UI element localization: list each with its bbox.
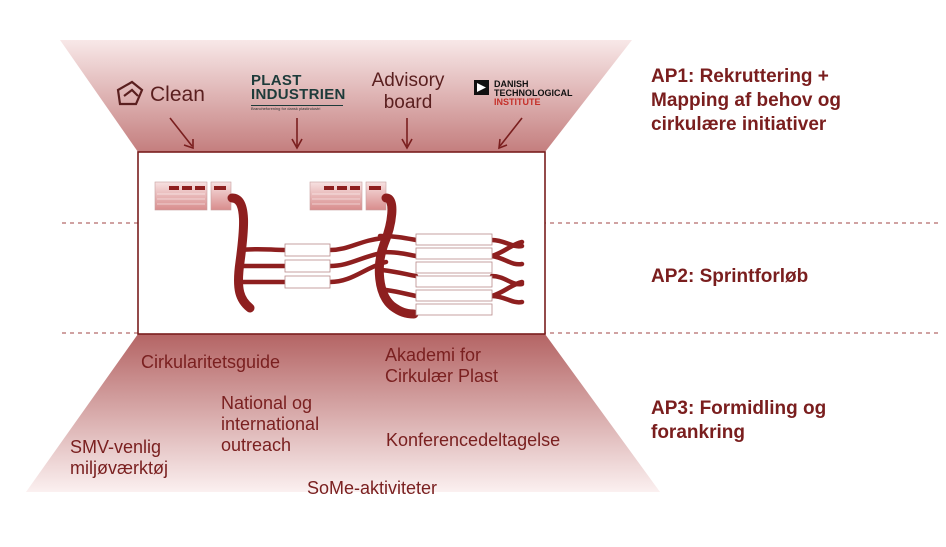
intake-card-side-header [214, 186, 226, 190]
ap1-line2: Mapping af behov og [651, 90, 841, 111]
advisory-line2: board [383, 92, 433, 113]
sprint-output-box [415, 275, 493, 288]
branch-flow-11 [489, 237, 525, 249]
plast-logo-underline [251, 105, 343, 106]
sprint-step-box [284, 259, 331, 273]
ap3-line2: forankring [651, 422, 745, 443]
output-smv-miljovaerktoj: SMV-venlig miljøværktøj [70, 437, 168, 479]
sprint-output-box [415, 233, 493, 246]
main-flow-stream-1 [227, 193, 255, 313]
branch-flow-9 [379, 267, 419, 279]
akademi-line2: Cirkulær Plast [385, 366, 499, 386]
bottom-funnel [26, 334, 660, 492]
arrowhead-dti [498, 138, 508, 150]
phase-ap2-label: AP2: Sprintforløb [651, 265, 921, 289]
national-line2: international [221, 414, 320, 434]
advisory-line1: Advisory [371, 70, 445, 91]
intake-card-header-cell [337, 186, 347, 190]
plast-industrien-logo: PLAST INDUSTRIEN [251, 72, 346, 103]
output-cirkularitetsguide: Cirkularitetsguide [141, 352, 281, 372]
sprint-step-box [284, 243, 331, 257]
advisory-board-label: Advisory board [360, 70, 456, 114]
phase-ap3-label: AP3: Formidling og forankring [651, 397, 921, 445]
akademi-line1: Akademi for [385, 345, 482, 365]
output-some-aktiviteter: SoMe-aktiviteter [307, 478, 438, 498]
intake-card-2 [309, 181, 387, 211]
process-cards [154, 181, 387, 211]
dti-logo-text: DANISH TECHNOLOGICAL INSTITUTE [494, 80, 573, 107]
branch-flow-8 [379, 249, 419, 259]
output-konferencedeltagelse: Konferencedeltagelse [386, 430, 561, 450]
intake-card-side-header [369, 186, 381, 190]
national-line3: outreach [221, 435, 292, 455]
national-line1: National og [221, 393, 313, 413]
output-national-outreach: National og international outreach [221, 393, 319, 456]
arrowhead-advisory [401, 138, 413, 150]
intake-card-header-cell [324, 186, 334, 190]
sprint-output-box [415, 247, 493, 260]
arrow-dti [499, 117, 523, 147]
arrow-clean [169, 117, 193, 147]
ap1-line1: AP1: Rekruttering + [651, 66, 829, 87]
clean-logo-text: Clean [150, 83, 205, 106]
smv-line2: miljøværktøj [70, 458, 168, 478]
dti-line3: INSTITUTE [494, 97, 541, 107]
clean-logo-icon [116, 80, 144, 106]
main-flow-stream-2 [374, 193, 419, 319]
sprint-output-box [415, 289, 493, 302]
intake-card-header-cell [182, 186, 192, 190]
branch-flow-1 [237, 246, 288, 253]
sprint-boxes [284, 233, 493, 316]
branch-flow-7 [377, 233, 419, 243]
output-akademi: Akademi for Cirkulær Plast [385, 345, 498, 387]
phase-ap1-label: AP1: Rekruttering + Mapping af behov og … [651, 65, 921, 137]
branch-flow-15 [489, 239, 525, 259]
dti-line2: TECHNOLOGICAL [494, 88, 573, 98]
plast-logo-line1: PLAST [251, 72, 302, 89]
top-funnel [60, 40, 632, 152]
branch-flow-4 [327, 235, 387, 253]
intake-card-header-cell [350, 186, 360, 190]
plast-logo-tagline: Brancheforening for dansk plastindustri [251, 106, 321, 111]
branch-flow-6 [327, 259, 389, 285]
stakeholder-arrows [169, 117, 523, 150]
branch-flow-16 [489, 279, 525, 299]
smv-line1: SMV-venlig [70, 437, 162, 457]
intake-card-header-cell [195, 186, 205, 190]
ap3-line1: AP3: Formidling og [651, 398, 827, 419]
sprint-output-box [415, 303, 493, 316]
ap1-line3: cirkulære initiativer [651, 114, 827, 135]
plast-logo-line2: INDUSTRIEN [251, 86, 346, 103]
arrowhead-clean [183, 139, 194, 150]
dti-logo-mark [474, 80, 489, 95]
ap2-line1: AP2: Sprintforløb [651, 266, 809, 287]
dti-line1: DANISH [494, 79, 529, 89]
branch-flow-10 [383, 287, 419, 299]
process-flows [227, 193, 525, 319]
sprint-step-box [284, 275, 331, 289]
sprint-output-box [415, 261, 493, 274]
arrowhead-plast [291, 138, 303, 150]
intake-card-1 [154, 181, 232, 211]
intake-card-header-cell [169, 186, 179, 190]
